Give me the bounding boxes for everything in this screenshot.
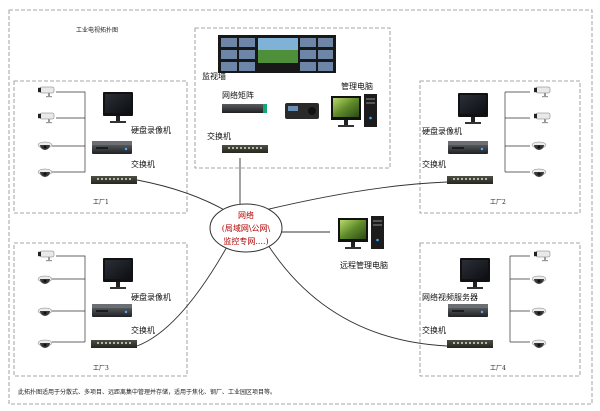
video-server-label: 网络视频服务器 xyxy=(422,292,478,302)
site-2: 硬盘录像机 交换机 工厂2 xyxy=(422,86,551,206)
monitor-icon xyxy=(458,93,488,124)
outer-frame xyxy=(8,9,593,405)
network-types-1: (局域网\公网\ xyxy=(222,223,271,233)
dome-camera-icon xyxy=(37,339,53,349)
switch-icon xyxy=(447,176,493,184)
switch-label: 交换机 xyxy=(131,159,155,169)
pc-icon xyxy=(331,94,377,127)
ptz-keyboard xyxy=(285,103,319,119)
network-matrix xyxy=(222,104,267,113)
switch-icon xyxy=(91,176,137,184)
bullet-camera-icon xyxy=(533,112,551,124)
bullet-camera-icon xyxy=(533,86,551,98)
site-name: 工厂1 xyxy=(93,199,109,206)
switch-icon xyxy=(447,340,493,348)
video-wall-label: 监视墙 xyxy=(202,71,226,81)
monitor-icon xyxy=(103,258,133,289)
network-links xyxy=(136,158,448,347)
remote-pc-icon xyxy=(338,216,384,249)
remote-pc-label: 远程管理电脑 xyxy=(340,260,388,270)
network-cloud: 网络 (局域网\公网\ 监控专网....) xyxy=(209,203,283,253)
bullet-camera-icon xyxy=(37,112,55,124)
monitor-icon xyxy=(460,258,490,289)
switch-label: 交换机 xyxy=(422,325,446,335)
monitor-icon xyxy=(103,92,133,123)
site-1: 硬盘录像机 交换机 工厂1 xyxy=(37,86,171,206)
matrix-label: 网络矩阵 xyxy=(222,90,254,100)
switch-label: 交换机 xyxy=(422,159,446,169)
site-4: 网络视频服务器 交换机 工厂4 xyxy=(422,250,551,372)
dome-camera-icon xyxy=(531,141,547,151)
site-3: 硬盘录像机 交换机 工厂3 xyxy=(37,250,171,372)
dvr-icon xyxy=(92,141,132,154)
switch-icon xyxy=(91,340,137,348)
site-box-2 xyxy=(419,80,581,214)
dome-camera-icon xyxy=(531,168,547,178)
switch-icon xyxy=(222,145,268,153)
network-types-2: 监控专网....) xyxy=(223,236,268,246)
site-box-3 xyxy=(13,242,188,377)
site-box-1 xyxy=(13,80,188,214)
recorder-label: 硬盘录像机 xyxy=(131,125,171,135)
center-switch-label: 交换机 xyxy=(207,131,231,141)
dvr-icon xyxy=(92,304,132,317)
dome-camera-icon xyxy=(37,275,53,285)
dvr-icon xyxy=(448,141,488,154)
bullet-camera-icon xyxy=(37,86,55,98)
bullet-camera-icon xyxy=(533,250,551,262)
recorder-label: 硬盘录像机 xyxy=(422,126,462,136)
dome-camera-icon xyxy=(37,141,53,151)
site-name: 工厂2 xyxy=(490,199,506,206)
dome-camera-icon xyxy=(531,307,547,317)
site-box-4 xyxy=(419,242,581,377)
dome-camera-icon xyxy=(531,339,547,349)
diagram-title: 工业电视拓扑图 xyxy=(76,26,118,34)
recorder-label: 硬盘录像机 xyxy=(131,292,171,302)
footnote: 此拓扑图适用于分散式、多项目、远距离集中管理并存储，适用于焦化、钢厂、工业园区项… xyxy=(18,388,276,396)
site-name: 工厂3 xyxy=(93,365,109,372)
dome-camera-icon xyxy=(37,307,53,317)
video-wall xyxy=(218,35,336,73)
bullet-camera-icon xyxy=(37,250,55,262)
site-name: 工厂4 xyxy=(490,365,506,372)
dome-camera-icon xyxy=(531,275,547,285)
management-pc-label: 管理电脑 xyxy=(341,81,373,91)
dome-camera-icon xyxy=(37,168,53,178)
monitor-center-box xyxy=(194,27,391,169)
dvr-icon xyxy=(448,304,488,317)
switch-label: 交换机 xyxy=(131,325,155,335)
network-label: 网络 xyxy=(238,210,254,220)
